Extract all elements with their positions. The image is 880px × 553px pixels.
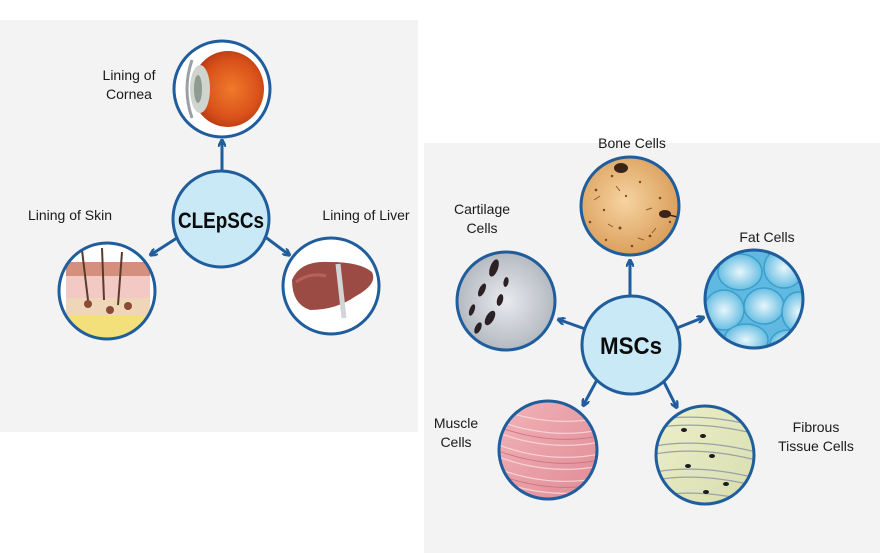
arrow-to-muscle	[584, 377, 600, 404]
muscle-node	[497, 399, 599, 501]
label-liver: Lining of Liver	[322, 207, 410, 223]
arrow-to-skin	[152, 234, 181, 254]
arrow-to-liver	[263, 234, 288, 254]
cartilage-node	[455, 250, 557, 352]
label-fat: Fat Cells	[739, 229, 795, 245]
label-skin: Lining of Skin	[27, 207, 113, 223]
clepscs-hub: CLEpSCs	[171, 169, 271, 269]
muscle-illustration	[499, 401, 597, 499]
fibrous-node	[654, 404, 756, 506]
bone-node	[579, 155, 681, 257]
label-cartilage: Cartilage Cells	[453, 201, 511, 236]
label-muscle: Muscle Cells	[433, 415, 479, 450]
liver-node	[281, 236, 381, 336]
fibrous-illustration	[656, 406, 754, 504]
label-cornea: Lining of Cornea	[102, 67, 156, 102]
skin-node	[57, 241, 157, 341]
bone-illustration	[581, 157, 679, 255]
eye-illustration	[192, 51, 264, 127]
cornea-node	[172, 39, 272, 139]
mscs-hub: MSCs	[580, 294, 682, 396]
liver-illustration	[292, 261, 374, 319]
mscs-hub-label: MSCs	[600, 333, 662, 360]
fat-node	[703, 248, 805, 350]
label-fibrous: Fibrous Tissue Cells	[778, 419, 854, 454]
label-bone: Bone Cells	[598, 135, 666, 151]
cartilage-illustration	[457, 252, 555, 350]
clepscs-hub-label: CLEpSCs	[178, 208, 264, 233]
